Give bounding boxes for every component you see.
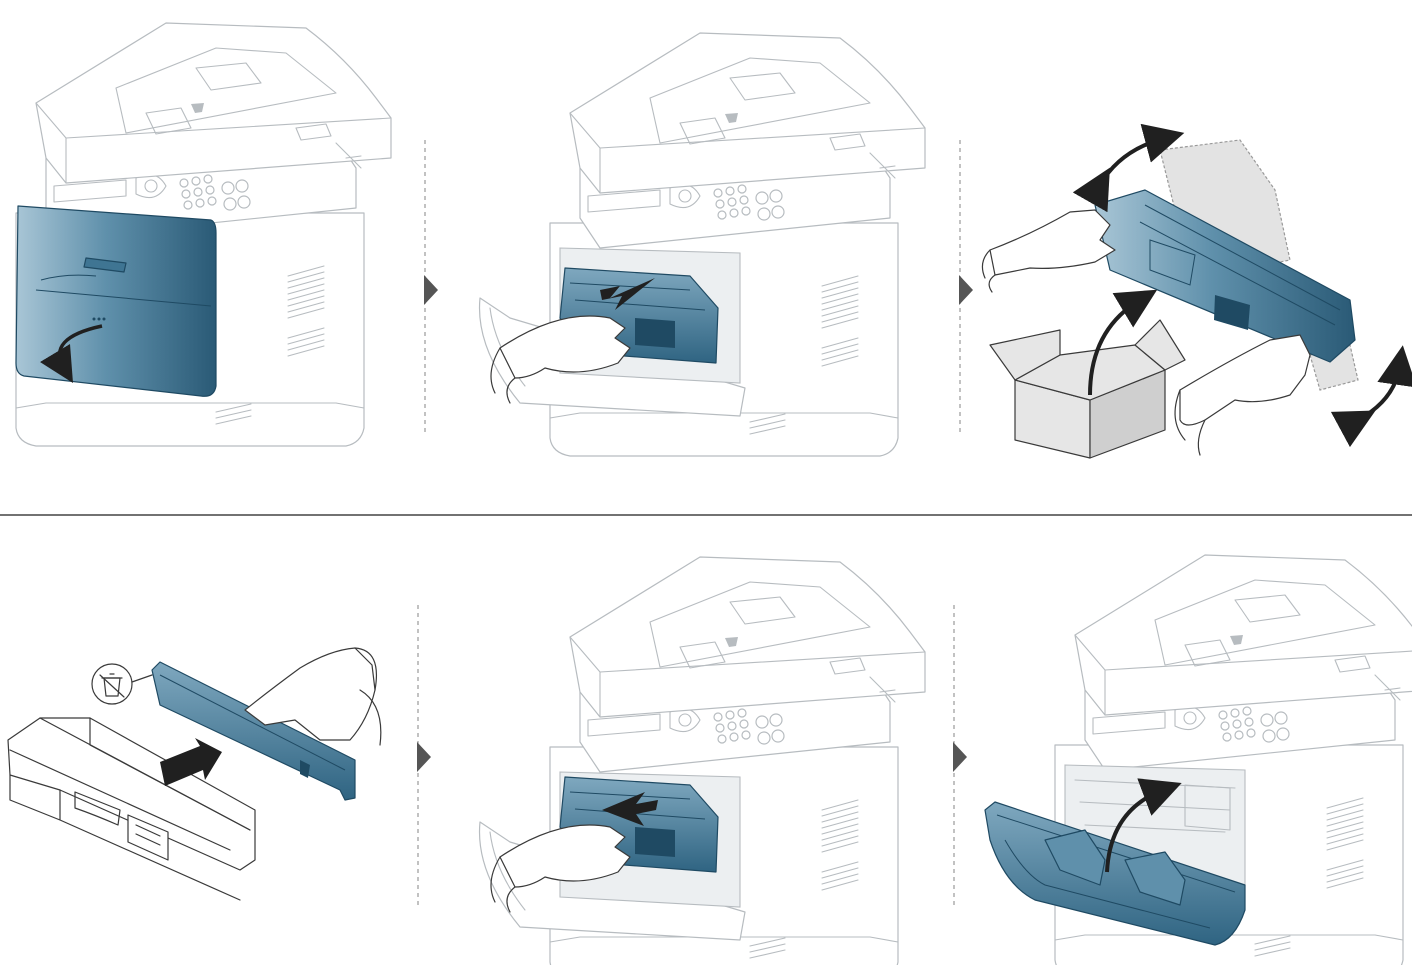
next-step-triangle-icon [953,742,967,772]
push-arrow-icon [600,278,655,310]
next-step-triangle-icon [417,742,431,772]
rotate-arrow-icon [1072,123,1185,213]
step-3-unpack-shake-toner [981,123,1412,459]
step-5-insert-toner [478,556,926,965]
rotate-arrow-icon [1330,345,1412,448]
recycle-symbol-icon [91,663,153,705]
next-step-triangle-icon [424,275,438,305]
curved-arrow-icon [1105,778,1182,873]
curved-arrow-icon [1088,289,1158,396]
step-1-open-front-cover [15,22,392,447]
step-6-close-front-cover [984,554,1412,965]
front-cover [15,205,217,397]
new-toner-cartridge [7,717,256,871]
push-arrow-icon [160,738,222,786]
curved-arrow-icon [39,324,103,384]
step-4-remove-protective-cover [7,647,382,901]
front-cover [984,801,1246,946]
next-step-triangle-icon [959,275,973,305]
step-2-pull-toner-out [478,32,926,457]
push-arrow-icon [602,792,658,826]
